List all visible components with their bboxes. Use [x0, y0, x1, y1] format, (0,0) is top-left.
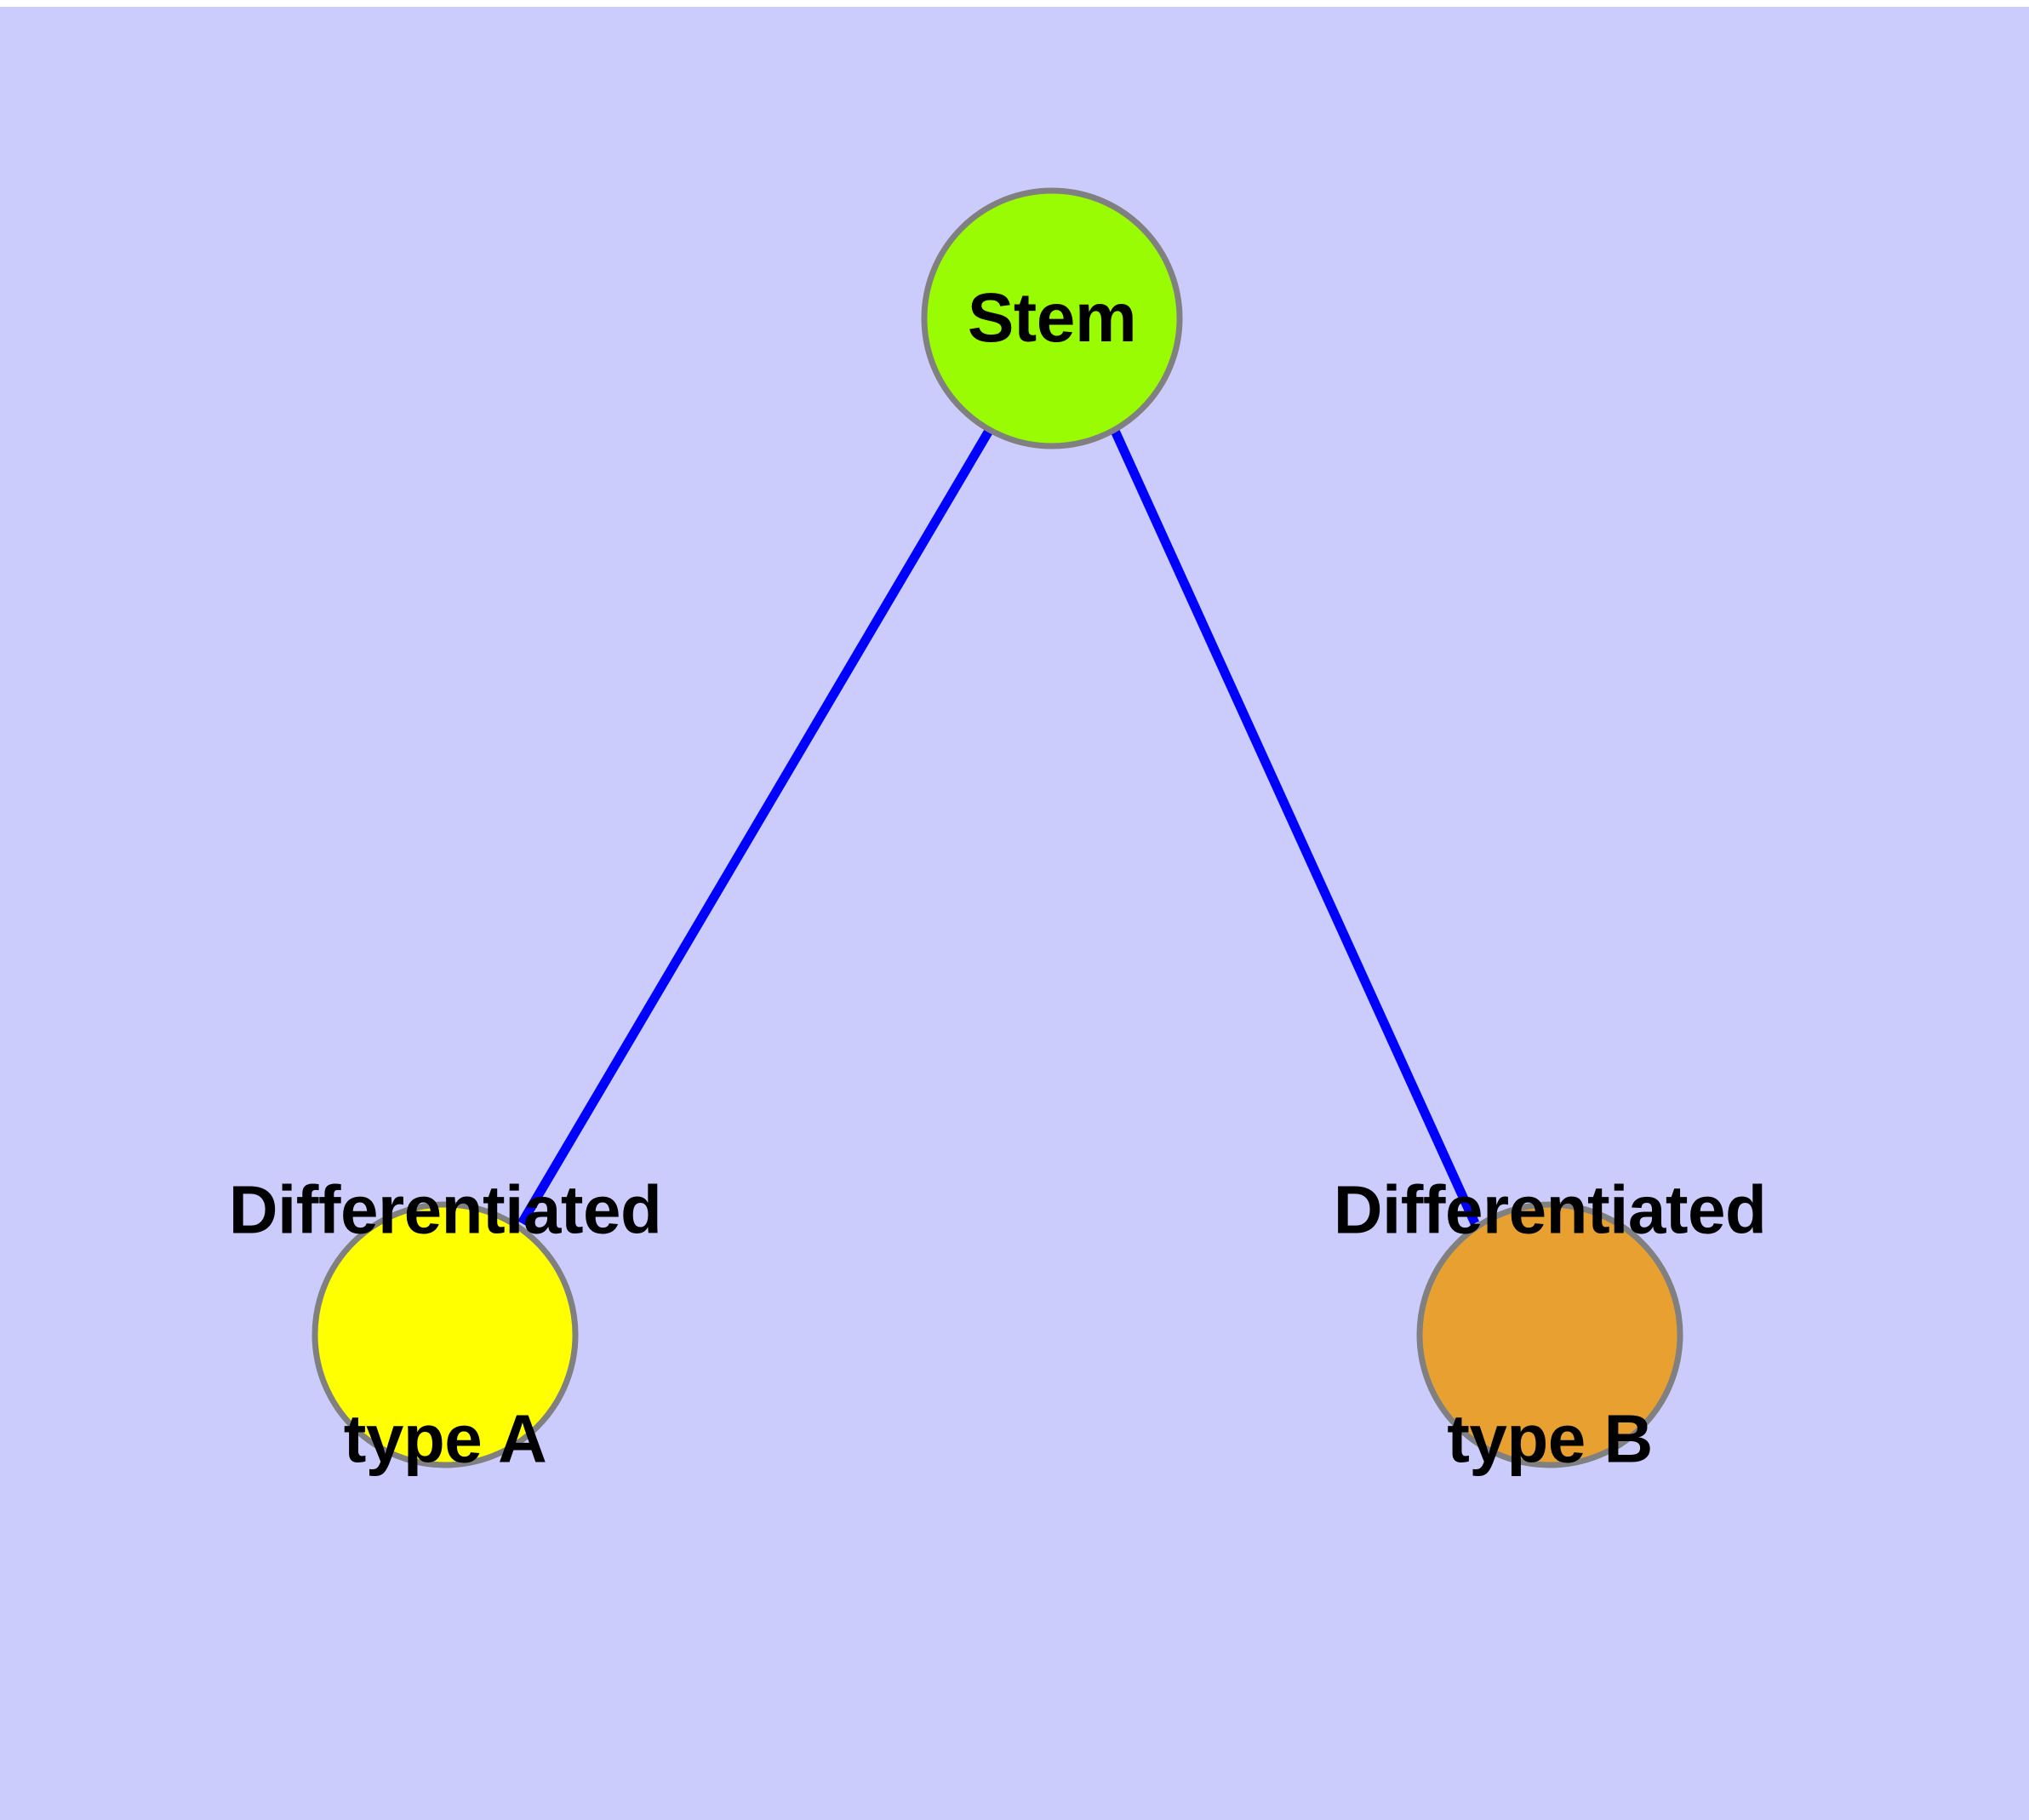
node-stem[interactable] [921, 187, 1183, 449]
edge-stem-to-differentiated-type-b[interactable] [1110, 428, 1480, 1226]
node-layer [311, 187, 1683, 1468]
edge-stem-to-differentiated-type-a[interactable] [517, 428, 993, 1226]
edge-layer [517, 428, 1480, 1226]
node-differentiated-type-a[interactable] [311, 1201, 579, 1468]
node-differentiated-type-b[interactable] [1416, 1201, 1683, 1468]
